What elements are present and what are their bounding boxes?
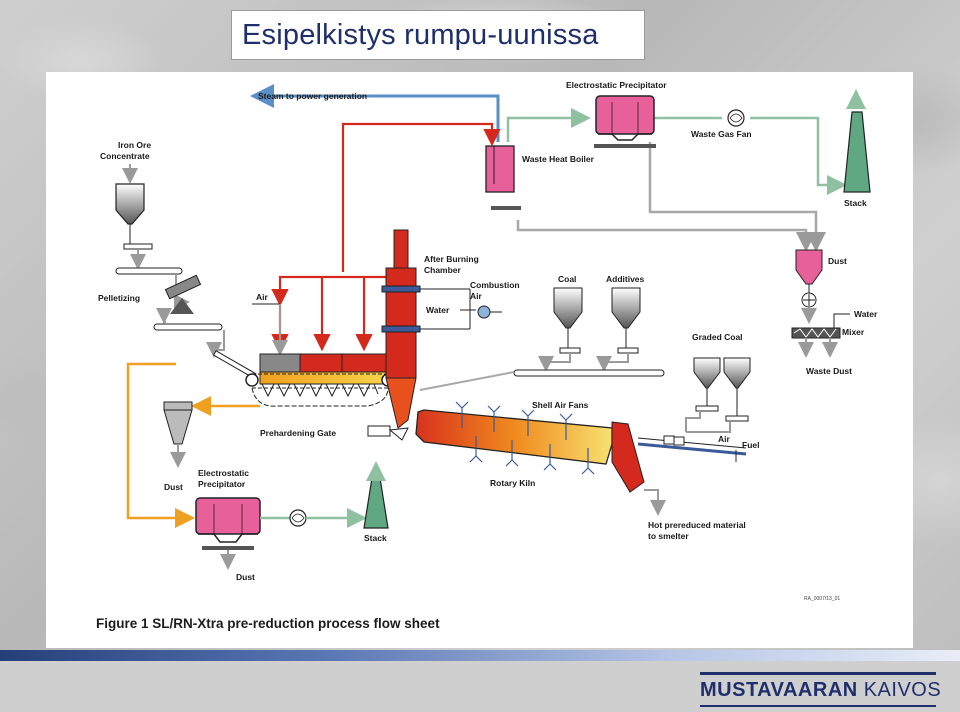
shell-air-fans-label: Shell Air Fans — [532, 400, 589, 410]
hot-gas-lines — [271, 122, 501, 352]
mixer-label: Mixer — [842, 327, 865, 337]
cyclone — [163, 401, 193, 445]
conveyor-1 — [115, 267, 183, 275]
esp-top-label: Electrostatic Precipitator — [566, 80, 667, 90]
hot-material-label-1: Hot prereduced material — [648, 520, 746, 530]
stack-top-icon — [843, 111, 871, 193]
mixer — [791, 327, 841, 339]
coal-conveyor — [513, 369, 665, 377]
process-flow-figure: Steam to power generation — [46, 72, 913, 648]
iron-ore-label-2: Concentrate — [100, 151, 150, 161]
logo-main: MUSTAVAARAN — [700, 678, 858, 701]
coal-label: Coal — [558, 274, 576, 284]
combustion-air-label-1: Combustion — [470, 280, 520, 290]
iron-ore-hopper — [115, 183, 153, 250]
dust-right-label: Dust — [828, 256, 847, 266]
logo-line-bottom — [700, 705, 936, 707]
air-left-label: Air — [256, 292, 269, 302]
stack-bottom-icon — [363, 477, 389, 529]
rotary-valve-icon — [801, 284, 817, 324]
prehardening-gate — [367, 425, 409, 441]
rotary-kiln-label: Rotary Kiln — [490, 478, 535, 488]
additives-hopper — [611, 287, 641, 354]
waste-gas-fan-icon — [727, 109, 745, 127]
dust-bottom-label: Dust — [236, 572, 255, 582]
figure-caption: Figure 1 SL/RN-Xtra pre-reduction proces… — [96, 616, 440, 631]
company-logo: MUSTAVAARAN KAIVOS — [700, 673, 941, 707]
esp-bottom-label-2: Precipitator — [198, 479, 246, 489]
esp-top — [594, 95, 656, 148]
after-burning-label-1: After Burning — [424, 254, 479, 264]
dust-gray-lines — [516, 142, 826, 252]
hot-material-label-2: to smelter — [648, 531, 689, 541]
coal-injection-lance — [637, 435, 747, 456]
travelling-grate — [245, 353, 395, 407]
footer — [0, 661, 960, 712]
water-mixer-label: Water — [854, 309, 878, 319]
slide-title: Esipelkistys rumpu-uunissa — [242, 19, 599, 51]
prehardening-gate-label: Prehardening Gate — [260, 428, 336, 438]
combustion-air-label-2: Air — [470, 291, 483, 301]
steam-line — [250, 84, 500, 142]
pelletizer — [164, 274, 202, 314]
graded-coal-hoppers — [693, 357, 751, 422]
waste-gas-fan-label: Waste Gas Fan — [691, 129, 752, 139]
steam-label: Steam to power generation — [258, 91, 367, 101]
pelletizing-label: Pelletizing — [98, 293, 140, 303]
shell-air-fans — [455, 401, 595, 475]
stack-bottom-label: Stack — [364, 533, 387, 543]
water-chamber-label: Water — [426, 305, 450, 315]
offgas-green-lines — [506, 89, 866, 195]
graded-coal-label: Graded Coal — [692, 332, 743, 342]
waste-heat-boiler — [485, 145, 521, 210]
after-burning-chamber — [381, 229, 421, 429]
logo-line-top — [700, 672, 936, 675]
waste-dust-label: Waste Dust — [806, 366, 852, 376]
fuel-label: Fuel — [742, 440, 759, 450]
title-box: Esipelkistys rumpu-uunissa — [231, 10, 645, 60]
waste-gas-fan-bottom-icon — [289, 509, 307, 527]
cyclone-line — [126, 362, 260, 528]
air-kiln-label: Air — [718, 434, 731, 444]
figure-reference-code: RA_0007/13_01 — [804, 596, 841, 602]
esp-bottom-label-1: Electrostatic — [198, 468, 249, 478]
logo-sub: KAIVOS — [863, 678, 942, 701]
blue-gradient-bar — [0, 650, 960, 661]
conveyor-2 — [153, 323, 223, 331]
additives-label: Additives — [606, 274, 645, 284]
process-flow-diagram: Steam to power generation — [98, 80, 878, 582]
rotary-kiln — [415, 409, 645, 493]
stack-top-label: Stack — [844, 198, 867, 208]
combustion-fan-icon — [477, 305, 502, 319]
iron-ore-label-1: Iron Ore — [118, 140, 151, 150]
esp-bottom — [195, 497, 261, 550]
after-burning-label-2: Chamber — [424, 265, 462, 275]
coal-hopper — [553, 287, 583, 354]
dust-hopper-right — [795, 249, 823, 285]
dust-cyclone-label: Dust — [164, 482, 183, 492]
waste-heat-boiler-label: Waste Heat Boiler — [522, 154, 595, 164]
